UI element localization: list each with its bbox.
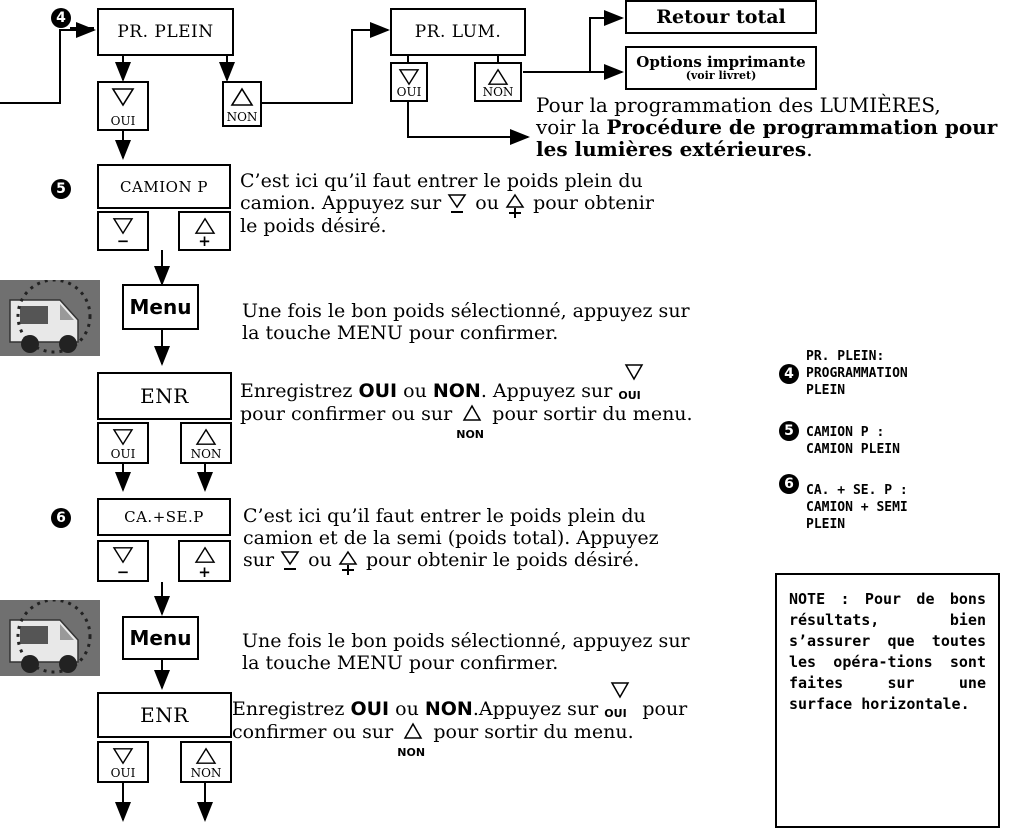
step5-line-1: C’est ici qu’il faut entrer le poids ple… — [240, 170, 643, 192]
truck-image — [0, 280, 100, 356]
retour-total-box[interactable]: Retour total — [625, 0, 817, 34]
minus-button-6[interactable]: − — [97, 540, 149, 582]
oui-down-icon: OUI — [618, 364, 650, 403]
menu2-instructions: Une fois le bon poids sélectionné, appuy… — [242, 630, 782, 674]
enr2-instructions: Enregistrez OUI ou NON.Appuyez sur OUI p… — [232, 682, 782, 759]
up-triangle-icon — [194, 546, 215, 563]
pr-plein-display: PR. PLEIN — [97, 8, 234, 56]
plus-label: + — [198, 232, 211, 250]
lights-line-2: voir la Procédure de programmation pour — [536, 115, 998, 139]
retour-total-label: Retour total — [656, 6, 786, 28]
menu1-line-2: la touche MENU pour confirmer. — [242, 322, 559, 344]
lights-line-1: Pour la programmation des LUMIÈRES, — [536, 93, 941, 117]
enr2-line-1: Enregistrez OUI ou NON.Appuyez sur OUI p… — [232, 682, 782, 721]
up-triangle-icon — [194, 217, 215, 234]
enr-display-2: ENR — [97, 692, 232, 738]
down-triangle-icon — [112, 218, 134, 235]
step5-instructions: C’est ici qu’il faut entrer le poids ple… — [240, 170, 780, 237]
enr2-line-2: confirmer ou sur NON pour sortir du menu… — [232, 721, 634, 759]
oui-label: OUI — [110, 447, 136, 461]
enr1-instructions: Enregistrez OUI ou NON. Appuyez sur OUI … — [240, 364, 780, 441]
step5-line-2: camion. Appuyez sur ou pour obtenir — [240, 192, 780, 218]
down-triangle-icon — [447, 193, 469, 215]
legend-5-text: CAMION P :CAMION PLEIN — [806, 425, 900, 457]
non-button-lum[interactable]: NON — [474, 62, 522, 102]
non-up-icon: NON — [456, 404, 486, 441]
legend-6-badge: 6 — [779, 474, 799, 494]
minus-button[interactable]: − — [97, 211, 149, 251]
menu1-instructions: Une fois le bon poids sélectionné, appuy… — [242, 300, 782, 344]
step6-line-2: camion et de la semi (poids total). Appu… — [243, 527, 659, 549]
non-label: NON — [226, 110, 258, 124]
step-6-badge: 6 — [51, 508, 71, 528]
oui-button[interactable]: OUI — [97, 81, 149, 131]
up-triangle-icon — [230, 87, 254, 106]
menu-label: Menu — [129, 626, 192, 650]
minus-label: − — [116, 563, 130, 581]
oui-button-enr-2[interactable]: OUI — [97, 741, 149, 783]
up-triangle-icon — [338, 550, 360, 575]
non-button[interactable]: NON — [222, 81, 262, 127]
enr1-line-2: pour confirmer ou sur NON pour sortir du… — [240, 403, 693, 441]
non-label: NON — [190, 447, 222, 461]
oui-down-icon: OUI — [604, 682, 636, 721]
down-triangle-icon — [112, 547, 134, 564]
non-label: NON — [482, 85, 514, 99]
non-button-enr[interactable]: NON — [180, 422, 232, 464]
legend-4-badge: 4 — [779, 364, 799, 384]
step-5-badge: 5 — [51, 179, 71, 199]
ca-se-p-display: CA.+SE.P — [97, 498, 231, 536]
up-triangle-icon — [487, 68, 509, 85]
enr1-line-1: Enregistrez OUI ou NON. Appuyez sur OUI — [240, 364, 780, 403]
non-button-enr-2[interactable]: NON — [180, 741, 232, 783]
plus-button-6[interactable]: + — [178, 540, 231, 582]
oui-button-enr[interactable]: OUI — [97, 422, 149, 464]
menu-label: Menu — [129, 295, 192, 319]
non-label: NON — [190, 766, 222, 780]
legend-5-badge: 5 — [779, 421, 799, 441]
down-triangle-icon — [280, 550, 302, 572]
down-triangle-icon — [112, 429, 134, 446]
oui-button-lum[interactable]: OUI — [390, 62, 428, 102]
step6-instructions: C’est ici qu’il faut entrer le poids ple… — [243, 505, 783, 575]
step6-line-3: sur ou pour obtenir le poids désiré. — [243, 549, 783, 575]
lights-line-3: les lumières extérieures. — [536, 137, 813, 161]
enr-display: ENR — [97, 372, 232, 420]
menu-button[interactable]: Menu — [122, 284, 199, 330]
up-triangle-icon — [505, 193, 527, 218]
menu-button-2[interactable]: Menu — [122, 616, 199, 660]
note-box: NOTE : Pour de bons résultats, bien s’as… — [775, 573, 1000, 828]
non-up-icon: NON — [397, 722, 427, 759]
pr-lum-display: PR. LUM. — [390, 8, 526, 56]
oui-label: OUI — [396, 85, 422, 99]
plus-button[interactable]: + — [178, 211, 231, 251]
note-text: NOTE : Pour de bons résultats, bien s’as… — [789, 590, 986, 713]
down-triangle-icon — [398, 69, 420, 86]
up-triangle-icon — [195, 747, 217, 764]
plus-label: + — [198, 563, 211, 581]
menu2-line-2: la touche MENU pour confirmer. — [242, 652, 559, 674]
options-imprimante-box[interactable]: Options imprimante (voir livret) — [625, 46, 817, 90]
options-imprimante-label: Options imprimante — [636, 53, 806, 71]
oui-label: OUI — [110, 114, 136, 128]
step6-line-1: C’est ici qu’il faut entrer le poids ple… — [243, 505, 646, 527]
truck-image — [0, 600, 100, 676]
menu2-line-1: Une fois le bon poids sélectionné, appuy… — [242, 630, 690, 652]
minus-label: − — [116, 232, 130, 250]
up-triangle-icon — [195, 428, 217, 445]
camion-p-display: CAMION P — [97, 164, 231, 209]
step-4-badge: 4 — [51, 8, 71, 28]
step5-line-3: le poids désiré. — [240, 215, 387, 237]
options-imprimante-sub: (voir livret) — [685, 69, 757, 82]
menu1-line-1: Une fois le bon poids sélectionné, appuy… — [242, 300, 690, 322]
down-triangle-icon — [111, 88, 135, 107]
lights-instructions: Pour la programmation des LUMIÈRES, voir… — [536, 94, 1006, 160]
oui-label: OUI — [110, 766, 136, 780]
down-triangle-icon — [112, 748, 134, 765]
